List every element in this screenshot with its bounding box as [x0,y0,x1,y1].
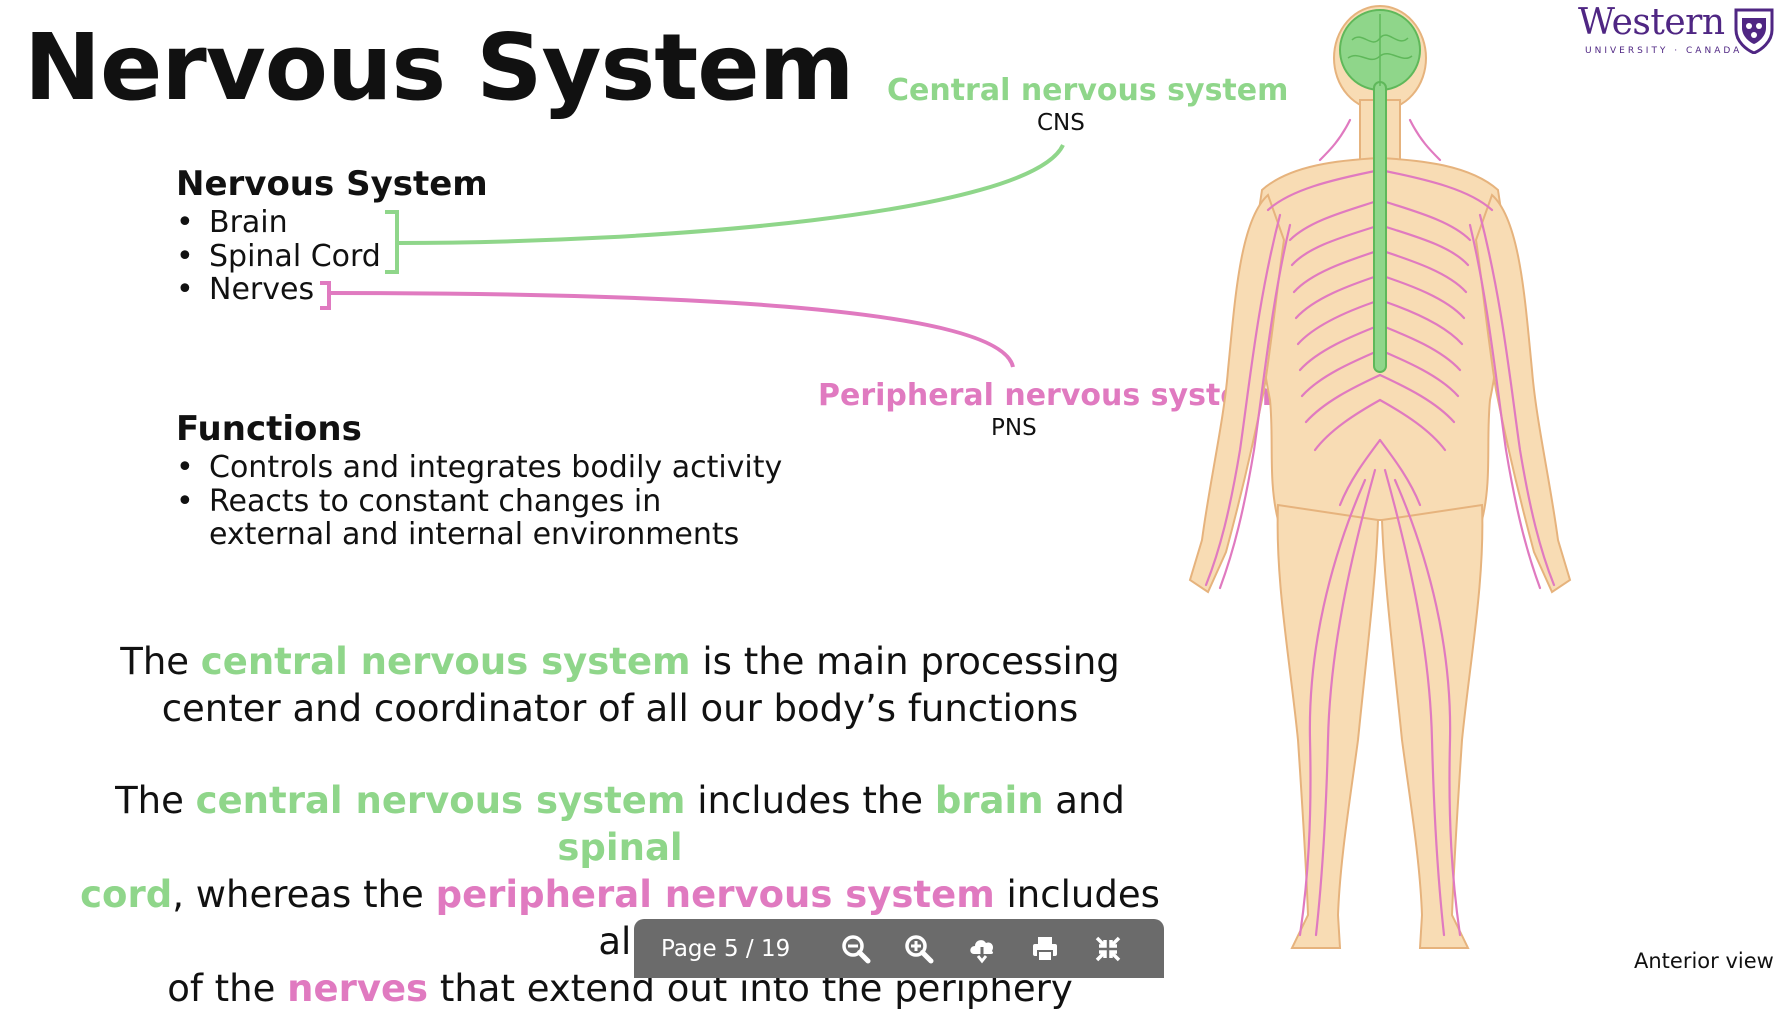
text-run: and [1043,779,1125,822]
download-button[interactable] [962,929,1002,969]
highlight-cns: central nervous system [200,640,691,683]
list-item-function-1: Controls and integrates bodily activity [176,451,782,485]
print-icon [1033,936,1058,962]
slide-title: Nervous System [24,14,854,121]
structure-heading: Nervous System [176,164,488,204]
list-item-brain: Brain [176,206,381,240]
text-run: center and coordinator of all our body’s… [161,687,1079,730]
western-crest-icon [1734,8,1774,54]
list-item-function-2: Reacts to constant changes in external a… [176,483,782,552]
zoom-out-button[interactable] [836,929,876,969]
figure-caption: Anterior view [1634,949,1774,973]
pns-connector [328,291,1015,368]
pns-label: Peripheral nervous system [818,378,1272,413]
connector-lines [320,144,1065,368]
viewer-toolbar: Page 5 / 19 [634,919,1164,978]
zoom-out-icon [842,934,871,963]
highlight-brain: brain [934,779,1044,822]
text-run: of the [167,967,288,1010]
cns-connector [396,144,1065,245]
nervous-system-figure [1188,5,1572,949]
exit-fullscreen-button[interactable] [1088,929,1128,969]
text-run: includes the [685,779,935,822]
western-logo-subtitle: UNIVERSITY · CANADA [1585,46,1743,56]
highlight-cord: cord [80,873,173,916]
print-button[interactable] [1025,929,1065,969]
text-run: , whereas the [172,873,436,916]
highlight-nerves: nerves [287,967,429,1010]
zoom-in-icon [905,934,934,963]
zoom-in-button[interactable] [899,929,939,969]
western-logo-wordmark: Western [1578,2,1725,43]
spinal-cord [1373,81,1387,373]
paragraph-cns-role: The central nervous system is the main p… [60,638,1180,732]
list-item-nerves: Nerves [176,273,381,307]
functions-heading: Functions [176,409,362,449]
function-2-line-2: external and internal environments [209,517,740,552]
structure-list: Brain Spinal Cord Nerves [176,206,381,307]
highlight-spinal: spinal [557,826,683,869]
central-nervous-system [1339,9,1421,373]
text-run: includes all [598,873,1160,963]
function-2-line-1: Reacts to constant changes in [209,483,662,519]
highlight-pns: peripheral nervous system [435,873,995,916]
pns-abbr: PNS [991,415,1037,441]
text-run: The [120,640,201,683]
download-icon [970,939,994,963]
pns-bracket [320,281,331,310]
page-indicator: Page 5 / 19 [661,935,791,962]
brain-folds [1347,14,1413,86]
list-item-spinal-cord: Spinal Cord [176,239,381,274]
text-run: The [115,779,196,822]
cns-label: Central nervous system [887,73,1289,108]
functions-list: Controls and integrates bodily activity … [176,451,782,552]
highlight-cns: central nervous system [195,779,686,822]
exit-fullscreen-icon [1096,936,1121,961]
cns-abbr: CNS [1037,110,1085,136]
cns-bracket [385,210,399,274]
text-run: is the main processing [690,640,1120,683]
peripheral-nerves [1204,118,1556,937]
